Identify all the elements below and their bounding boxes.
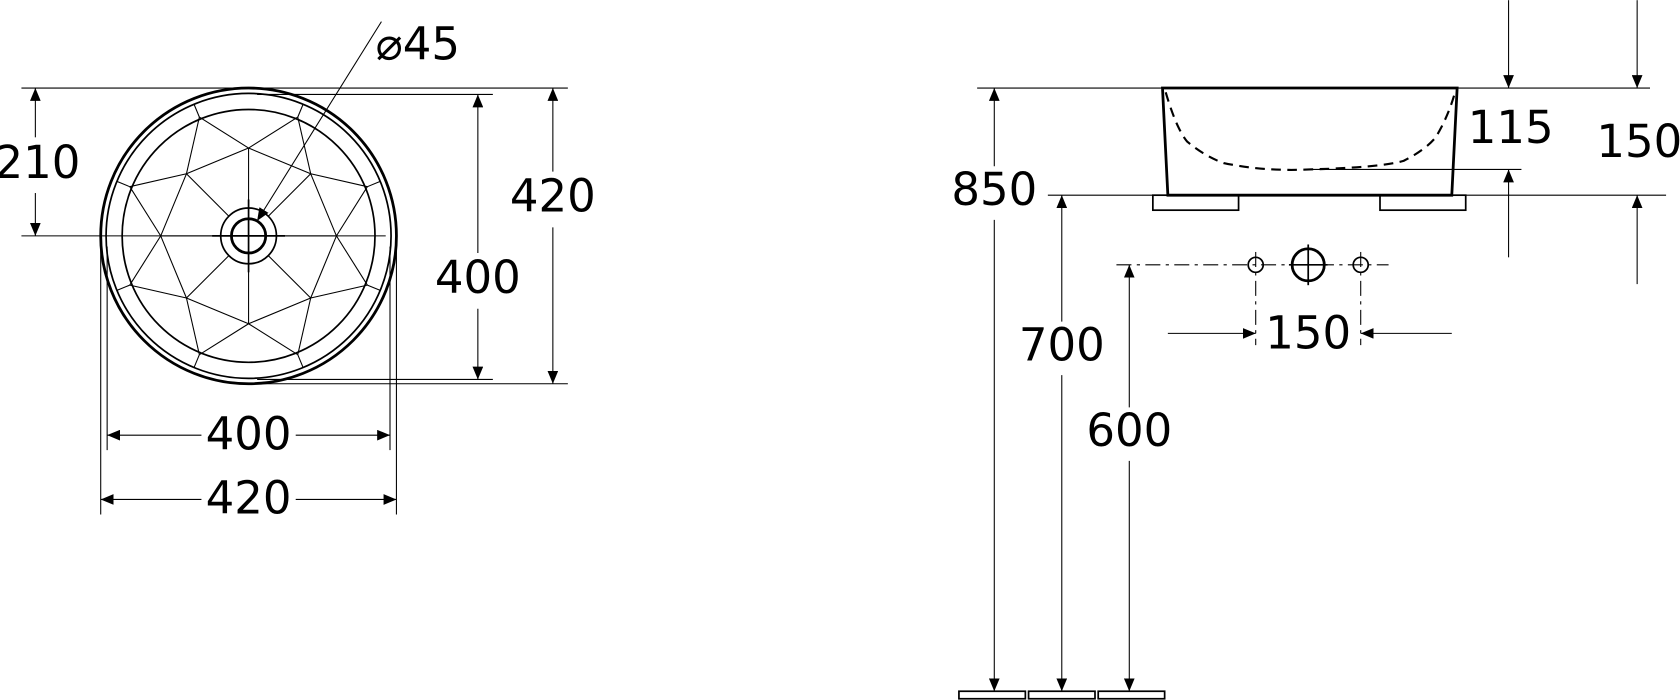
dim-outer-depth: 420 (510, 169, 596, 222)
facet-line (186, 297, 249, 325)
basin-foot (1379, 194, 1467, 212)
facet-line (310, 173, 368, 188)
basin-profile (1161, 86, 1459, 197)
facet-line (335, 186, 368, 237)
facet-line (193, 104, 200, 118)
dim-counter-height: 700 (1019, 318, 1105, 371)
top-view: 210 420 400 400 420 ⌀45 (0, 17, 596, 524)
facet-line (129, 235, 162, 286)
dim-drain-diameter: ⌀45 (376, 17, 460, 70)
facet-line (116, 284, 130, 291)
facet-line (199, 116, 249, 149)
facet-line (297, 354, 304, 368)
floor-marker (1027, 690, 1096, 700)
facet-line (297, 104, 304, 118)
facet-line (129, 284, 187, 299)
facet-line (367, 284, 381, 291)
facet-line (199, 323, 249, 356)
dim-basin-height: 150 (1596, 115, 1680, 168)
facet-line (248, 147, 311, 175)
facet-line (160, 235, 187, 299)
dim-inner-depth: 400 (435, 251, 521, 304)
facet-line (310, 173, 337, 237)
facet-line (248, 323, 299, 356)
facet-line (129, 173, 187, 188)
dim-total-height: 850 (951, 163, 1037, 216)
dim-tap-spacing: 150 (1265, 307, 1351, 360)
facet-line (116, 180, 130, 188)
facet-line (335, 235, 368, 286)
facet-line (186, 255, 230, 299)
facet-line (248, 116, 299, 149)
dim-inner-width: 400 (206, 407, 292, 460)
facet-line (267, 255, 312, 299)
facet-line (193, 354, 200, 368)
dim-outer-width: 420 (206, 472, 292, 525)
facet-line (310, 284, 368, 299)
facet-line (185, 116, 200, 174)
facet-line (185, 297, 200, 355)
side-view: 150 115 150 850 700 600 (951, 0, 1680, 700)
basin-foot (1152, 194, 1240, 212)
facet-line (129, 186, 162, 237)
facet-line (267, 173, 312, 217)
facet-line (248, 297, 311, 325)
facet-line (160, 173, 187, 237)
dim-bowl-depth: 115 (1468, 101, 1554, 154)
facet-line (310, 235, 337, 299)
facet-line (297, 297, 312, 355)
floor-marker (1097, 690, 1166, 700)
dim-drain-offset: 210 (0, 136, 80, 189)
facet-line (186, 173, 230, 217)
facet-line (186, 147, 249, 175)
dim-tap-height: 600 (1086, 404, 1172, 457)
facet-line (367, 180, 381, 188)
bowl-hidden-line (1164, 92, 1457, 171)
floor-marker (958, 690, 1027, 700)
